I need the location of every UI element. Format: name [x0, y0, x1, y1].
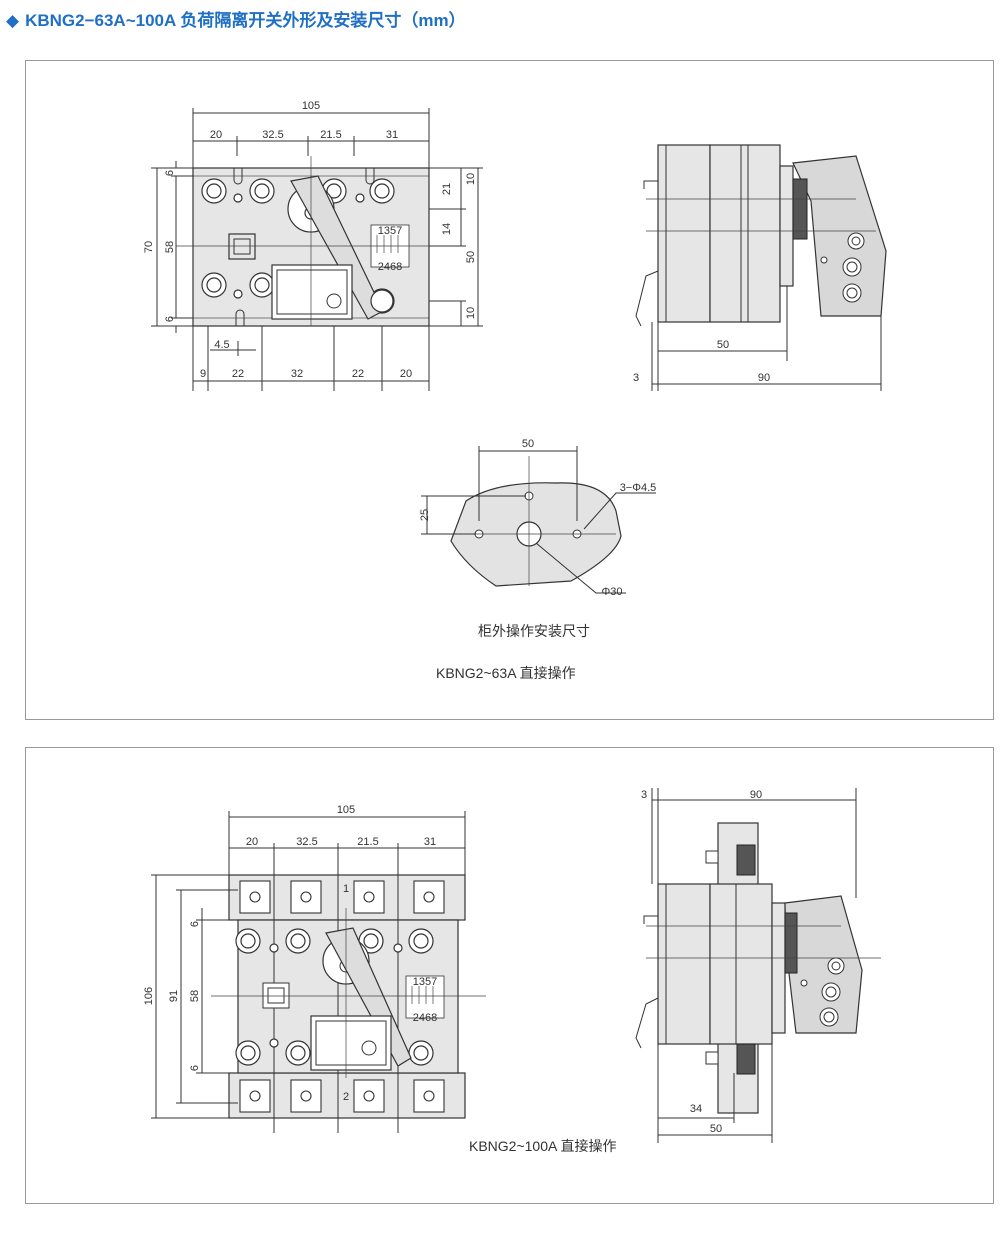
caption-100a: KBNG2~100A 直接操作	[469, 1138, 617, 1154]
dim-small: 4.5	[214, 339, 229, 351]
dim-top-2: 32.5	[262, 129, 283, 141]
caption-63a: KBNG2~63A 直接操作	[436, 665, 576, 681]
pole-label-2: 2	[343, 1091, 349, 1103]
dim-top-1: 20	[210, 129, 222, 141]
switch2-bottom-label: 2468	[413, 1012, 437, 1024]
mount-caption: 柜外操作安装尺寸	[478, 623, 590, 639]
dim-side-depth-b: 90	[758, 372, 770, 384]
dim2-top-4: 31	[424, 836, 436, 848]
switch2-top-label: 1357	[413, 976, 437, 988]
dim-left-total: 70	[143, 241, 155, 253]
dim-top-4: 31	[386, 129, 398, 141]
front-dims-63a: 105 20 32.5 21.5 31 70 58 6 6 21 14 10 5…	[143, 100, 477, 380]
dim-top-total: 105	[302, 100, 320, 112]
dim2-side-offset: 3	[641, 789, 647, 801]
mount-dims: 50 25 3−Φ4.5 Φ30	[419, 438, 656, 598]
drawing-63a: 105 20 32.5 21.5 31 70 58 6 6 21 14 10 5…	[143, 100, 887, 598]
dim2-side-depth-b: 90	[750, 789, 762, 801]
dim-mount-width: 50	[522, 438, 534, 450]
pole-label-1: 1	[343, 883, 349, 895]
dim-bottom-3: 32	[291, 368, 303, 380]
panel-100a: 105 20 32.5 21.5 31 106 91 58 6 6 1 2 13…	[25, 747, 994, 1204]
dim-left-top: 6	[164, 170, 176, 176]
front-view-63a	[151, 108, 483, 391]
dim2-left-total: 106	[143, 987, 155, 1005]
front-view-100a	[151, 811, 486, 1133]
page-title: ◆ KBNG2−63A~100A 负荷隔离开关外形及安装尺寸（mm）	[6, 6, 466, 31]
dim-mount-hole: 3−Φ4.5	[620, 482, 657, 494]
dim2-left-top: 6	[189, 921, 201, 927]
dim2-side-depth-a: 34	[690, 1103, 702, 1115]
panel-63a: 105 20 32.5 21.5 31 70 58 6 6 21 14 10 5…	[25, 60, 994, 720]
dim2-top-2: 32.5	[296, 836, 317, 848]
dim-right-d: 10	[465, 307, 477, 319]
dim-bottom-1: 9	[200, 368, 206, 380]
dim2-left-bottom: 6	[189, 1065, 201, 1071]
dim-left-bottom: 6	[164, 316, 176, 322]
side-dims-100a: 3 90 34 50	[641, 789, 762, 1135]
side-view-100a	[635, 788, 881, 1143]
dim-bottom-4: 22	[352, 368, 364, 380]
dim-top-3: 21.5	[320, 129, 341, 141]
side-dims-63a: 50 3 90	[633, 339, 770, 384]
dim2-left-mid: 91	[168, 990, 180, 1002]
page-title-text: KBNG2−63A~100A 负荷隔离开关外形及安装尺寸（mm）	[25, 11, 466, 30]
dim2-left-inner: 58	[189, 990, 201, 1002]
dim-right-b: 14	[441, 223, 453, 235]
diamond-icon: ◆	[6, 11, 20, 30]
dim-bottom-2: 22	[232, 368, 244, 380]
dim-side-offset: 3	[633, 372, 639, 384]
dim-right-a: 21	[441, 183, 453, 195]
drawing-100a: 105 20 32.5 21.5 31 106 91 58 6 6 1 2 13…	[143, 788, 881, 1143]
dim2-top-total: 105	[337, 804, 355, 816]
dim-mount-height: 25	[419, 509, 431, 521]
switch-bottom-label: 2468	[378, 261, 402, 273]
dim-bottom-5: 20	[400, 368, 412, 380]
dim-side-depth-a: 50	[717, 339, 729, 351]
dim-right-total: 50	[465, 251, 477, 263]
dim2-top-1: 20	[246, 836, 258, 848]
dim2-top-3: 21.5	[357, 836, 378, 848]
dim-mount-center: Φ30	[601, 586, 622, 598]
dim-left-inner: 58	[164, 241, 176, 253]
side-view-63a	[635, 144, 887, 391]
switch-top-label: 1357	[378, 225, 402, 237]
front-dims-100a: 105 20 32.5 21.5 31 106 91 58 6 6 1 2 13…	[143, 804, 437, 1103]
dim-right-c: 10	[465, 173, 477, 185]
mount-cutout	[421, 446, 656, 594]
dim2-side-depth-c: 50	[710, 1123, 722, 1135]
